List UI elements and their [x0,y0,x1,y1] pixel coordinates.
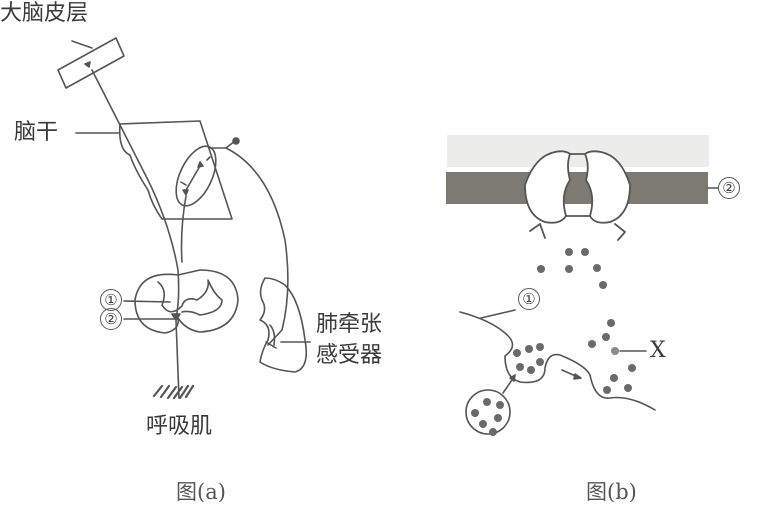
postsynaptic-cytoplasm-region [447,135,709,167]
marker-1-leader [123,300,171,303]
cortex-neuron-icon [84,61,91,68]
neuron-body-icon [197,161,204,168]
neuron-body-icon [182,189,189,196]
brainstem-nucleus-ellipse [175,145,217,207]
marker-2b-label: ② [718,177,740,199]
synaptic-vesicle [465,389,511,435]
figure-a-caption: 图(a) [176,480,226,504]
motor-neuron-icon [171,313,181,321]
cortex-descending-pathway [91,69,180,319]
vesicle-arrow [502,379,513,394]
marker-2-label: ② [100,308,122,330]
brainstem-label: 脑干 [14,120,59,145]
brainstem-interneuron [185,165,201,191]
lung-shape [259,277,311,373]
lung-receptor-label-line2: 感受器 [316,343,383,368]
arrow-head-icon [509,374,516,382]
marker-1b-label: ① [518,288,540,310]
motor-nerve [175,319,180,399]
figure-b-caption: 图(b) [586,480,637,504]
receptor-channel [524,150,631,241]
x-label: X [650,338,666,363]
cerebral-cortex-box [57,37,125,89]
neurotransmitter-dots [471,248,636,436]
brainstem-descending-pathway [180,195,187,263]
arrow-head-icon [573,373,582,380]
lung-receptor-label-line1: 肺牵张 [316,312,383,337]
respiratory-muscle-icon [152,384,195,400]
presynaptic-membrane [459,311,656,411]
respiratory-muscle-label: 呼吸肌 [146,414,213,439]
brainstem-shape [75,120,233,220]
cerebral-cortex-label: 大脑皮层 [0,1,89,26]
postsynaptic-membrane-band [446,172,708,204]
vagal-afferent-pathway [208,140,289,346]
marker-1b-leader [480,309,516,319]
afferent-ending-icon [232,137,240,145]
